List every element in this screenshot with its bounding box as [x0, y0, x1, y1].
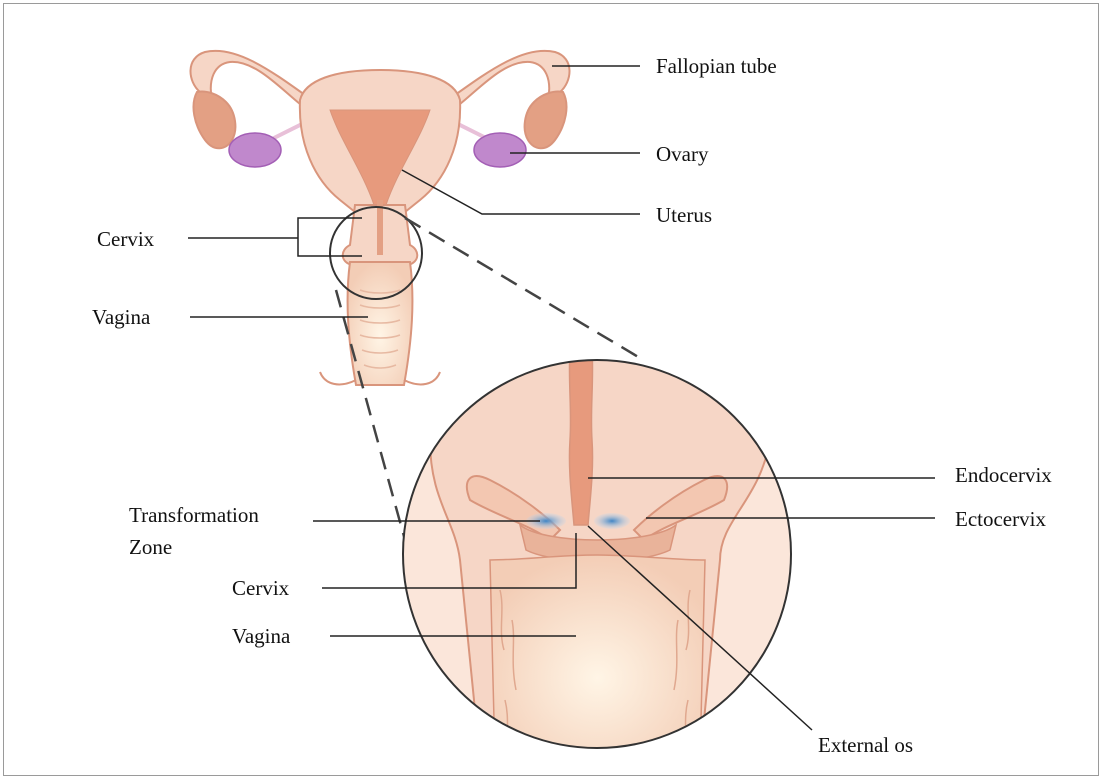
label-cervix-overview: Cervix — [97, 227, 155, 251]
label-cervix-detail: Cervix — [232, 576, 290, 600]
label-ovary: Ovary — [656, 142, 709, 166]
magnified-detail — [403, 340, 791, 760]
label-ectocervix: Ectocervix — [955, 507, 1046, 531]
right-fimbriae — [525, 91, 567, 148]
label-fallopian-tube: Fallopian tube — [656, 54, 777, 78]
overview-anatomy — [190, 51, 569, 385]
left-fimbriae — [194, 91, 236, 148]
left-ovary — [229, 133, 281, 167]
label-vagina-overview: Vagina — [92, 305, 151, 329]
label-external-os: External os — [818, 733, 913, 757]
label-endocervix: Endocervix — [955, 463, 1052, 487]
transformation-zone-right — [594, 513, 630, 529]
label-uterus: Uterus — [656, 203, 712, 227]
endocervical-canal — [569, 350, 592, 525]
right-ovary — [474, 133, 526, 167]
label-vagina-detail: Vagina — [232, 624, 291, 648]
label-transformation-zone-line1: Transformation — [129, 503, 259, 527]
label-transformation-zone-line2: Zone — [129, 535, 172, 559]
